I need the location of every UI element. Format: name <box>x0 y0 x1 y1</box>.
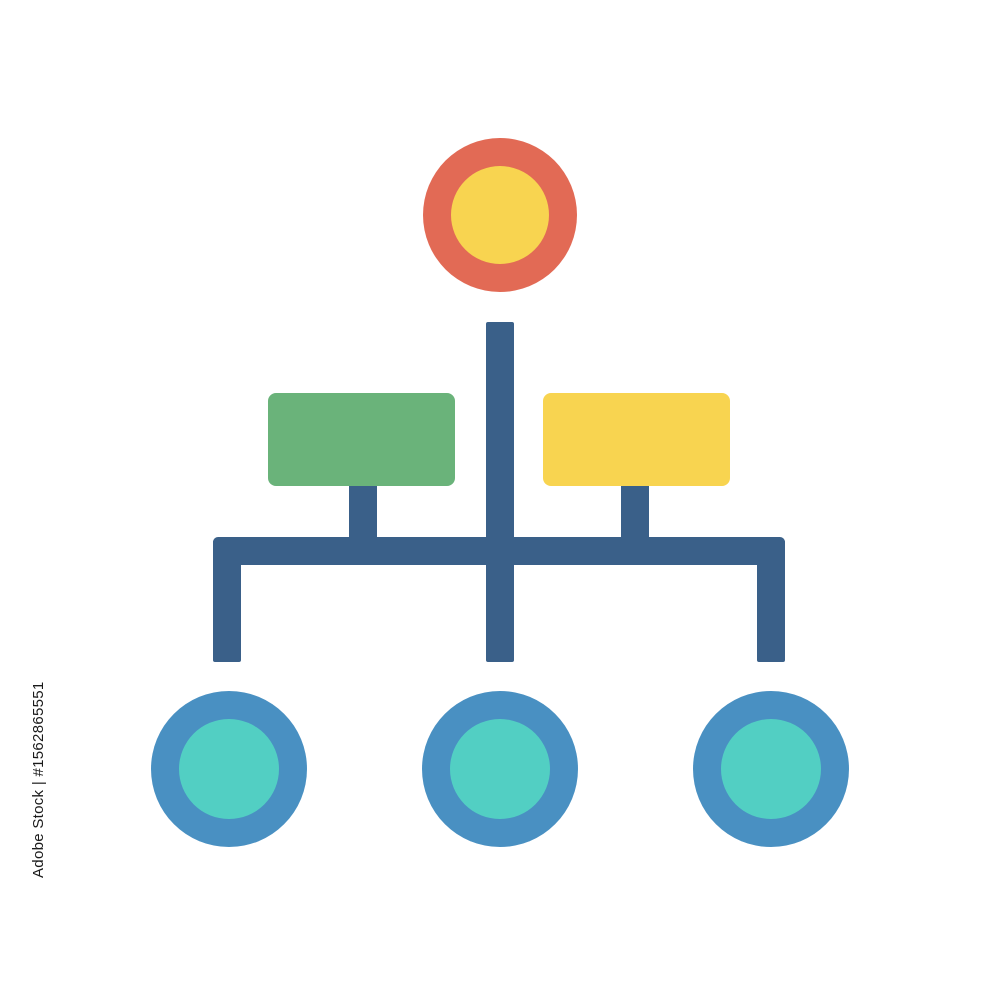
left-box-stem-connector <box>349 480 377 540</box>
stock-id-label: Adobe Stock | #1562865551 <box>30 681 47 878</box>
child-node-center-icon <box>422 691 578 847</box>
left-child-drop-connector <box>213 540 241 662</box>
child-node-right-core <box>721 719 821 819</box>
root-node-icon <box>423 138 577 292</box>
right-box-stem-connector <box>621 480 649 540</box>
child-node-right-icon <box>693 691 849 847</box>
child-node-left-icon <box>151 691 307 847</box>
connector-lines <box>213 322 785 662</box>
green-box-icon <box>268 393 455 486</box>
child-node-center-core <box>450 719 550 819</box>
root-node-core <box>451 166 549 264</box>
root-stem-connector <box>486 322 514 662</box>
yellow-box-icon <box>543 393 730 486</box>
right-child-drop-connector <box>757 540 785 662</box>
child-node-left-core <box>179 719 279 819</box>
horizontal-bus-connector <box>213 537 785 565</box>
